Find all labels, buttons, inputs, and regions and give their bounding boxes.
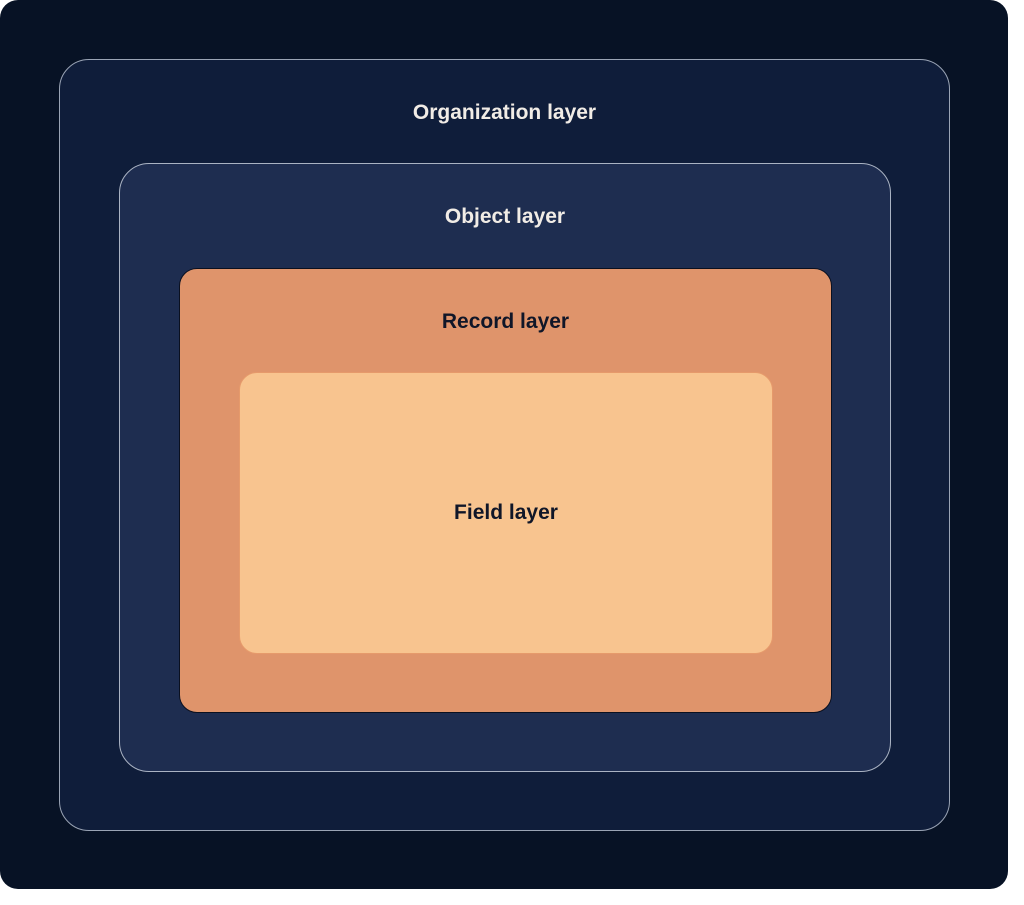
record-layer: Record layer Field layer: [179, 268, 832, 713]
object-layer-label: Object layer: [444, 205, 566, 228]
diagram-canvas: Organization layer Object layer Record l…: [0, 0, 1008, 889]
record-layer-label: Record layer: [441, 310, 570, 333]
organization-layer: Organization layer Object layer Record l…: [59, 59, 950, 831]
object-layer: Object layer Record layer Field layer: [119, 163, 891, 772]
organization-layer-label: Organization layer: [412, 101, 597, 124]
field-layer: Field layer: [239, 372, 773, 654]
field-layer-label: Field layer: [454, 501, 558, 524]
